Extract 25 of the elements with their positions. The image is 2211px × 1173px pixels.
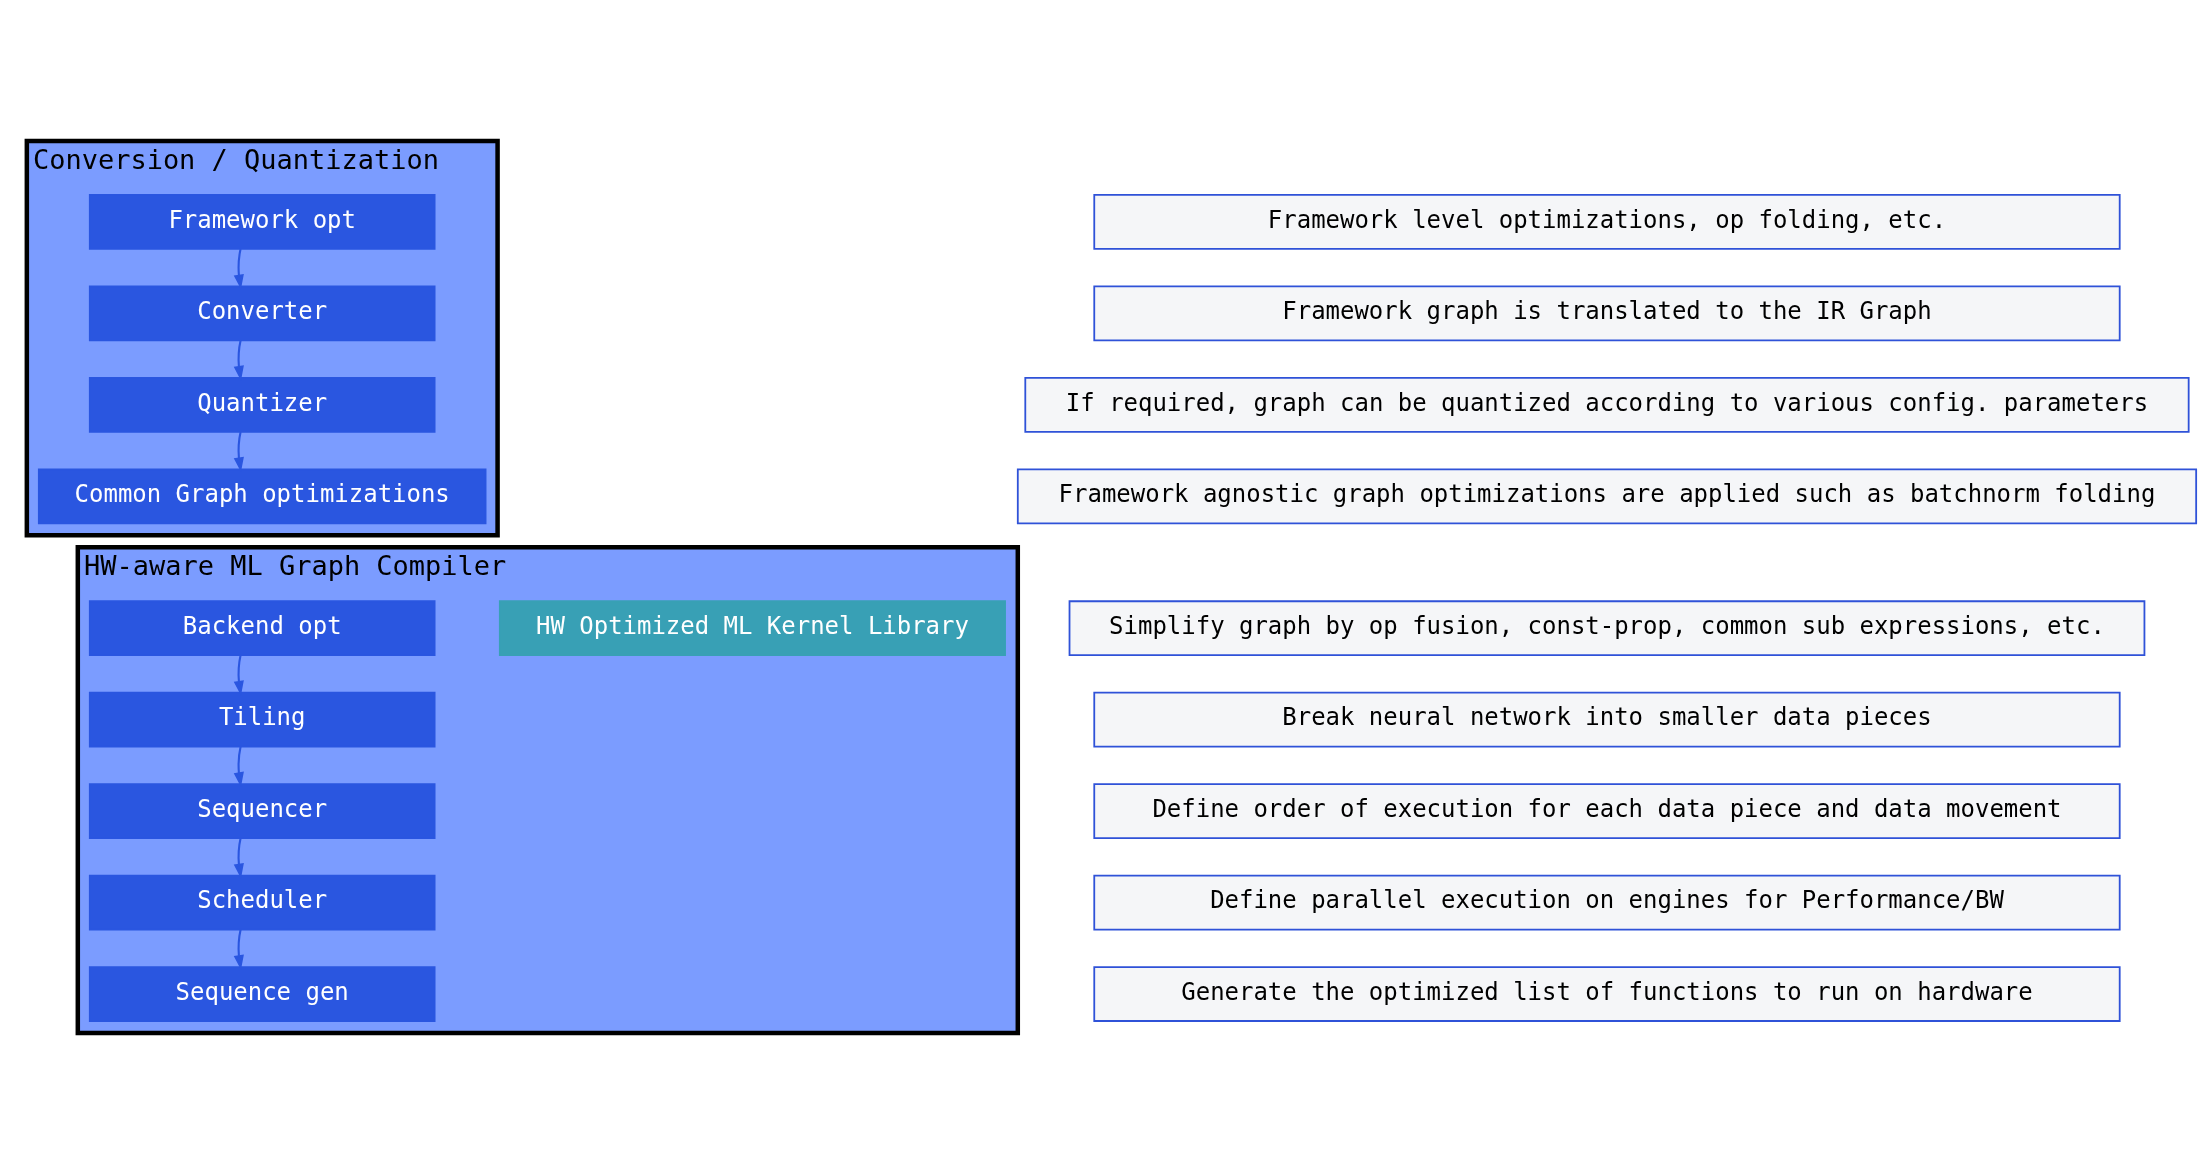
node-box: If required, graph can be quantized according to various config. parameters — [1024, 376, 2190, 433]
node-box: Tiling — [88, 691, 436, 748]
arrow — [233, 928, 244, 970]
node-box: Framework level optimizations, op folding, etc. — [1093, 193, 2121, 250]
arrow — [233, 837, 244, 878]
node-box: Converter — [88, 285, 436, 341]
node-box: Framework agnostic graph optimizations are applied such as batchnorm folding — [1016, 467, 2198, 524]
node-box: Common Graph optimizations — [37, 467, 487, 524]
arrow — [233, 431, 244, 472]
node-box: Sequence gen — [88, 965, 436, 1022]
node-box: Sequencer — [88, 782, 436, 839]
node-box: Framework opt — [88, 193, 436, 250]
node-box: Break neural network into smaller data pieces — [1093, 691, 2121, 748]
arrow — [233, 654, 244, 695]
node-box: HW Optimized ML Kernel Library — [498, 599, 1006, 656]
node-box: Backend opt — [88, 599, 436, 656]
node-box: Generate the optimized list of functions to run on hardware — [1093, 965, 2121, 1022]
arrow — [233, 248, 244, 289]
node-box: Define order of execution for each data piece and data movement — [1093, 782, 2121, 839]
node-box: Scheduler — [88, 874, 436, 930]
node-box: Simplify graph by op fusion, const-prop, common sub expressions, etc. — [1068, 599, 2146, 656]
node-box: Quantizer — [88, 376, 436, 433]
node-box: Define parallel execution on engines for Performance/BW — [1093, 874, 2121, 930]
arrow — [233, 746, 244, 787]
node-box: Framework graph is translated to the IR Graph — [1093, 285, 2121, 341]
